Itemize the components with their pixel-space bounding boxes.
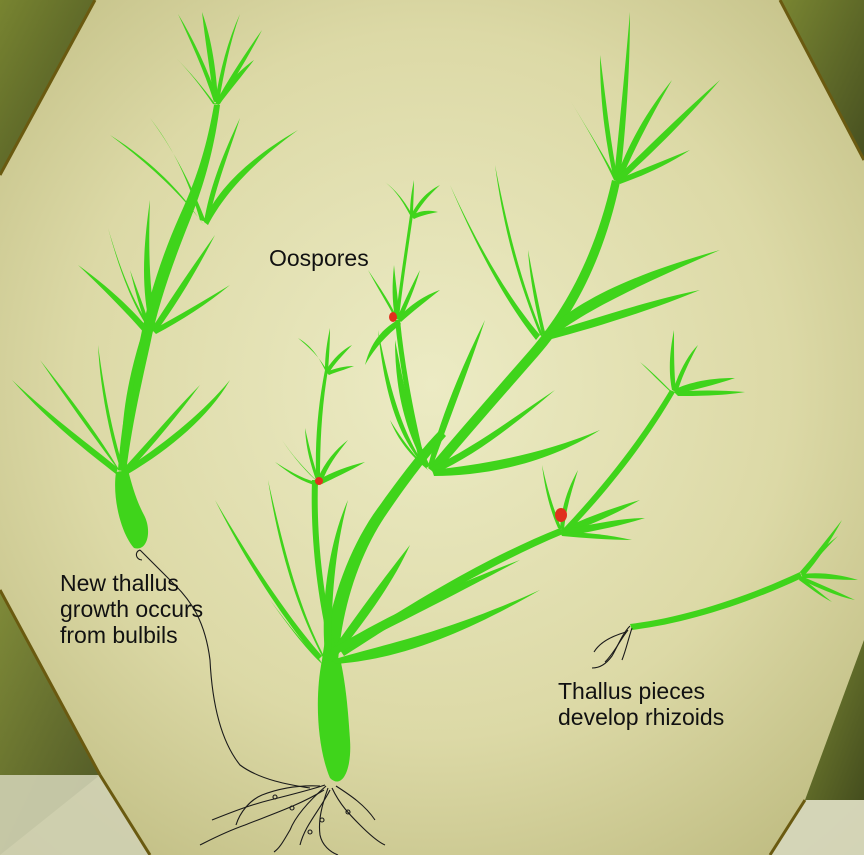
rhizoid-label-line-1: Thallus pieces (558, 678, 724, 704)
bulbil-growth-label: New thallus growth occurs from bulbils (60, 570, 203, 648)
oospores-label: Oospores (269, 245, 369, 271)
bulbil-label-line-1: New thallus (60, 570, 203, 596)
oospore-3 (555, 508, 567, 522)
bulbil-label-line-3: from bulbils (60, 622, 203, 648)
oospores-label-text: Oospores (269, 245, 369, 271)
rhizoid-label-line-2: develop rhizoids (558, 704, 724, 730)
rhizoid-development-label: Thallus pieces develop rhizoids (558, 678, 724, 730)
oospore-1 (389, 312, 397, 322)
bulbil-label-line-2: growth occurs (60, 596, 203, 622)
oospore-2 (315, 477, 323, 485)
